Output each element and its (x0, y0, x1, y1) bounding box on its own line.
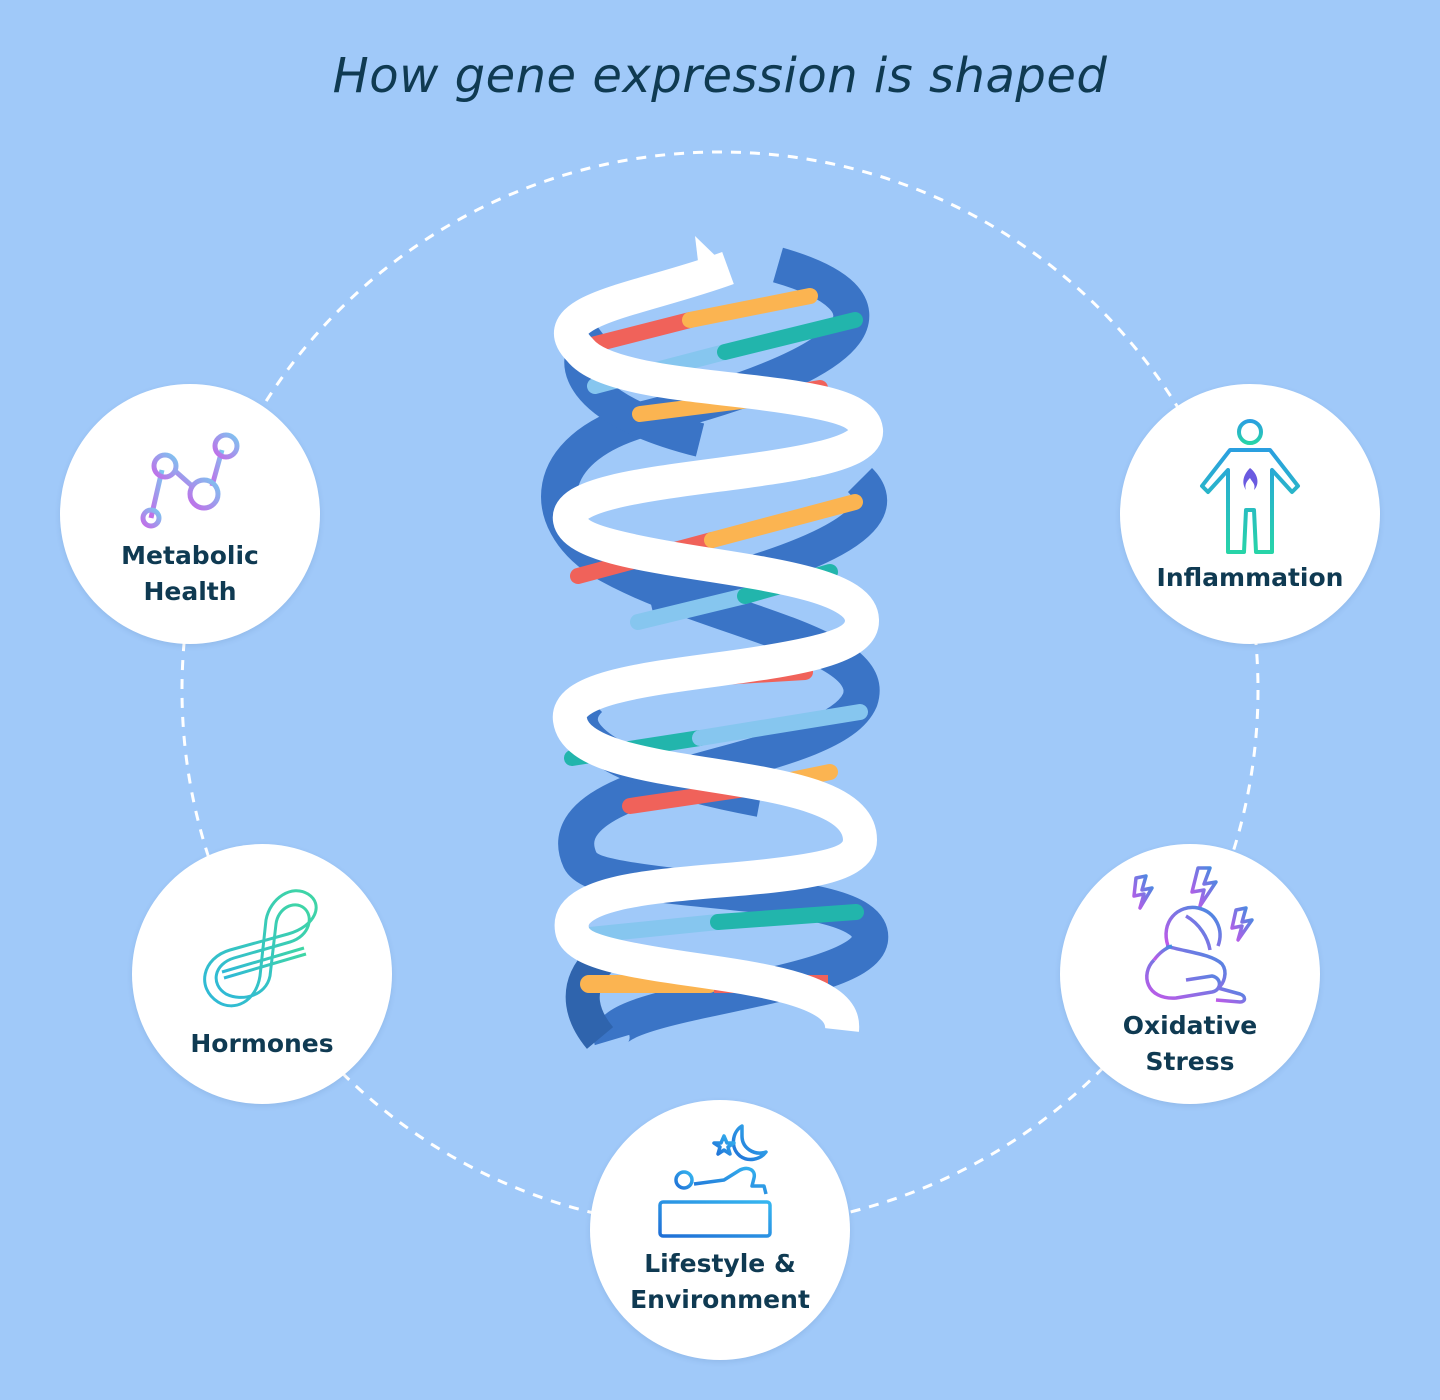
infinity-loop-icon (203, 889, 318, 1008)
node-lifestyle-environment: Lifestyle & Environment (590, 1100, 850, 1360)
node-metabolic-health: Metabolic Health (60, 384, 320, 644)
node-hormones: Hormones (132, 844, 392, 1104)
inflamed-body-icon (1200, 419, 1300, 554)
page-title: How gene expression is shaped (332, 48, 1108, 104)
node-oxidative-stress: Oxidative Stress (1060, 844, 1320, 1104)
node-label: Hormones (190, 1029, 334, 1058)
node-label: Inflammation (1156, 563, 1344, 592)
dna-front-strand (553, 252, 883, 1032)
node-label: Oxidative Stress (1122, 1011, 1258, 1076)
stressed-person-icon (1132, 866, 1254, 1004)
graph-nodes-icon (140, 432, 240, 529)
node-label: Lifestyle & Environment (630, 1249, 810, 1314)
sleeping-bed-icon (658, 1124, 772, 1238)
node-label: Metabolic Health (121, 541, 259, 606)
node-inflammation: Inflammation (1120, 384, 1380, 644)
